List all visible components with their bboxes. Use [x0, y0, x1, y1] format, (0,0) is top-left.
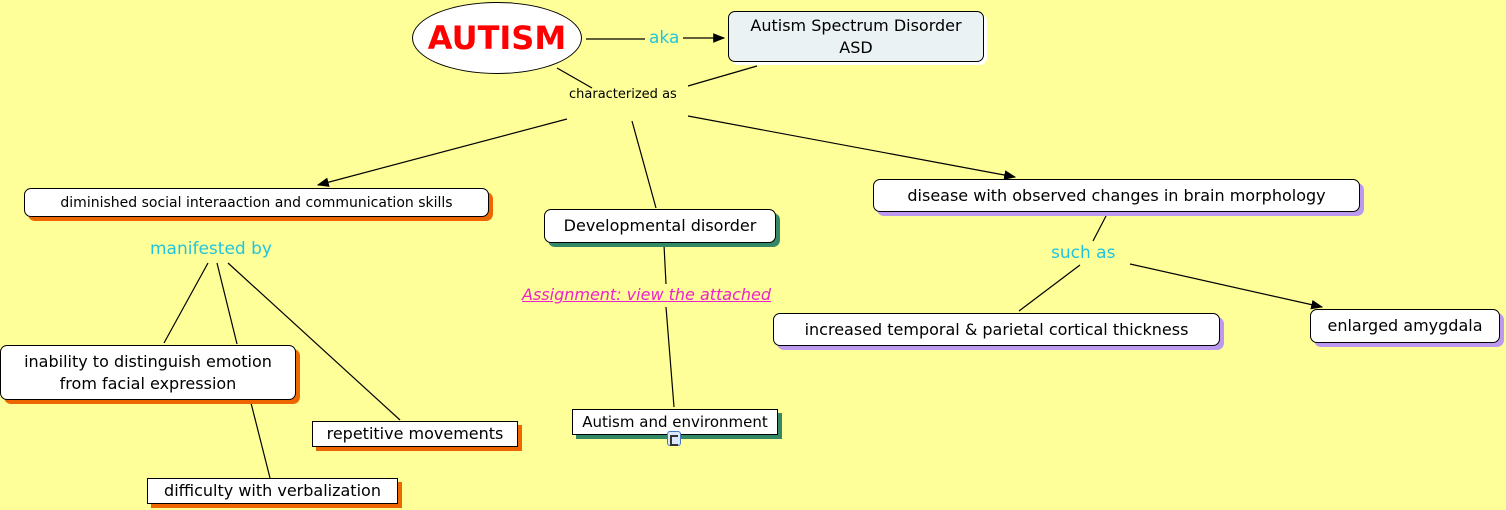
asd-line-2: ASD — [839, 37, 873, 57]
amygdala-label: enlarged amygdala — [1327, 316, 1483, 335]
brain-label: disease with observed changes in brain m… — [907, 185, 1326, 205]
document-attachment-icon[interactable] — [667, 431, 681, 446]
emotion-line-2: from facial expression — [59, 373, 237, 393]
social-label: diminished social interaaction and commu… — [60, 194, 453, 211]
assignment-link[interactable]: Assignment: view the attached — [522, 285, 772, 304]
root-concept-autism[interactable]: AUTISM — [412, 2, 582, 74]
concept-enlarged-amygdala[interactable]: enlarged amygdala — [1310, 309, 1500, 343]
developmental-label: Developmental disorder — [563, 216, 757, 235]
link-manifested-by[interactable]: manifested by — [150, 239, 272, 259]
concept-brain-morphology[interactable]: disease with observed changes in brain m… — [873, 179, 1360, 212]
link-aka[interactable]: aka — [649, 28, 680, 48]
emotion-line-1: inability to distinguish emotion — [24, 351, 272, 371]
concept-developmental-disorder[interactable]: Developmental disorder — [544, 209, 776, 243]
root-label: AUTISM — [427, 19, 567, 57]
concept-cortical-thickness[interactable]: increased temporal & parietal cortical t… — [773, 313, 1220, 346]
repetitive-label: repetitive movements — [326, 424, 504, 443]
verbal-label: difficulty with verbalization — [164, 481, 381, 500]
concept-repetitive-movements[interactable]: repetitive movements — [312, 421, 518, 447]
concept-verbalization[interactable]: difficulty with verbalization — [147, 478, 398, 504]
concept-social-skills[interactable]: diminished social interaaction and commu… — [24, 188, 489, 217]
link-characterized-as[interactable]: characterized as — [569, 87, 677, 102]
cortical-label: increased temporal & parietal cortical t… — [804, 319, 1189, 339]
asd-line-1: Autism Spectrum Disorder — [750, 15, 962, 35]
concept-autism-environment[interactable]: Autism and environment — [572, 409, 778, 435]
link-such-as[interactable]: such as — [1051, 243, 1116, 263]
environment-label: Autism and environment — [582, 413, 768, 431]
